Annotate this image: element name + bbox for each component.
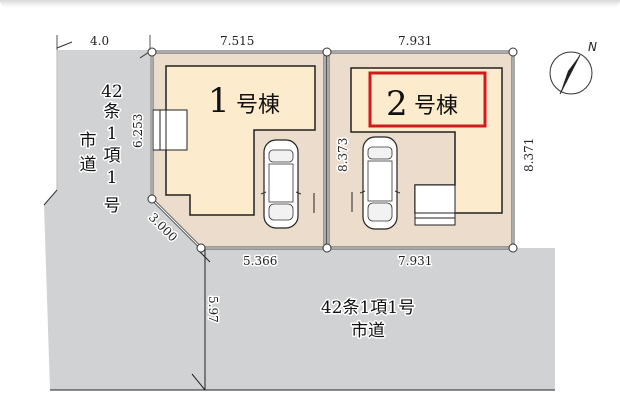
- dim-west-road-width: 4.0: [90, 34, 109, 48]
- svg-text:市: 市: [80, 131, 97, 151]
- dim-lot2-east: 8.371: [522, 138, 536, 172]
- svg-text:号: 号: [104, 196, 121, 216]
- svg-text:条: 条: [104, 102, 121, 122]
- dim-lot1-west: 6.253: [131, 114, 145, 148]
- dim-south-road-width: 5.97: [206, 296, 220, 323]
- dim-lot2-west: 8.373: [336, 138, 350, 172]
- lot-2-number: 2: [386, 84, 408, 124]
- lot-2-highlight-box: [368, 71, 487, 128]
- svg-text:1: 1: [107, 124, 118, 144]
- svg-text:市道: 市道: [351, 321, 385, 341]
- south-road-label: 42条1項1号 市道: [319, 297, 416, 343]
- lot-1-number: 1: [208, 81, 230, 121]
- svg-text:道: 道: [80, 155, 97, 175]
- dim-lot1-north: 7.515: [220, 34, 254, 48]
- lot-1-suffix: 号棟: [236, 93, 280, 118]
- lot-2-car-icon: [359, 136, 401, 230]
- dim-lot2-north: 7.931: [398, 34, 432, 48]
- lot-1-car-icon: [260, 139, 302, 229]
- svg-text:42条1項1号: 42条1項1号: [321, 298, 415, 318]
- lot-1-entrance: [152, 109, 188, 151]
- svg-text:N: N: [588, 40, 597, 54]
- lot-2-entrance: [414, 184, 456, 226]
- top-shadow-bar: [0, 0, 620, 8]
- south-road: [205, 248, 555, 390]
- dim-lot1-south: 5.366: [243, 254, 277, 268]
- north-compass-icon: N: [549, 40, 597, 95]
- west-road: [44, 50, 205, 390]
- lot-1-building: [165, 65, 316, 216]
- svg-text:項: 項: [104, 146, 121, 166]
- svg-text:1: 1: [107, 168, 118, 188]
- dim-lot2-south: 7.931: [398, 254, 432, 268]
- lot-2-suffix: 号棟: [414, 94, 458, 119]
- svg-text:42: 42: [101, 82, 123, 102]
- west-road-label: 42 条 1 項 1 号 市 道: [78, 81, 124, 218]
